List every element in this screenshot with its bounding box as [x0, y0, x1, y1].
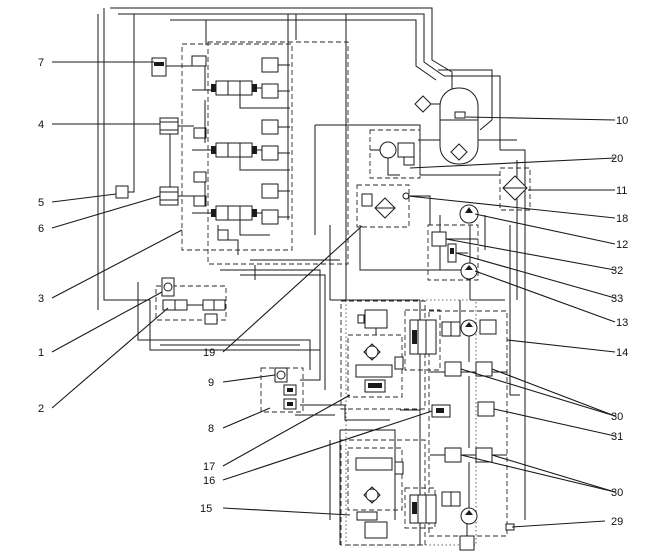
callout-labels: 7 4 5 6 3 1 2 19 9 8 17 16 15 10 20 11 1…	[38, 57, 628, 528]
label-10: 10	[616, 115, 628, 127]
valve-block-14	[430, 319, 515, 551]
piping	[97, 7, 526, 545]
label-5: 5	[38, 197, 44, 209]
label-30-lower: 30	[611, 487, 623, 499]
label-3: 3	[38, 293, 44, 305]
assembly-boundaries	[155, 41, 531, 546]
valve-block-15	[347, 404, 451, 539]
label-31: 31	[611, 431, 623, 443]
label-20: 20	[611, 153, 623, 165]
actuators-left	[115, 14, 226, 325]
label-13: 13	[616, 317, 628, 329]
label-18: 18	[616, 213, 628, 225]
label-32: 32	[611, 265, 623, 277]
leader-lines	[51, 61, 616, 528]
label-30-upper: 30	[611, 411, 623, 423]
label-1: 1	[38, 347, 44, 359]
label-9: 9	[208, 377, 214, 389]
label-12: 12	[616, 239, 628, 251]
label-11: 11	[616, 185, 627, 197]
control-block-8-9	[274, 367, 297, 410]
label-2: 2	[38, 403, 44, 415]
valve-block-17	[347, 309, 437, 398]
label-15: 15	[200, 503, 212, 515]
label-16: 16	[203, 475, 215, 487]
label-8: 8	[208, 423, 214, 435]
label-14: 14	[616, 347, 628, 359]
tank-assembly	[361, 87, 528, 280]
label-6: 6	[38, 223, 44, 235]
label-4: 4	[38, 119, 44, 131]
label-19: 19	[203, 347, 215, 359]
label-33: 33	[611, 293, 623, 305]
label-7: 7	[38, 57, 44, 69]
valve-bank	[191, 55, 290, 255]
label-29: 29	[611, 516, 623, 528]
label-17: 17	[203, 461, 215, 473]
